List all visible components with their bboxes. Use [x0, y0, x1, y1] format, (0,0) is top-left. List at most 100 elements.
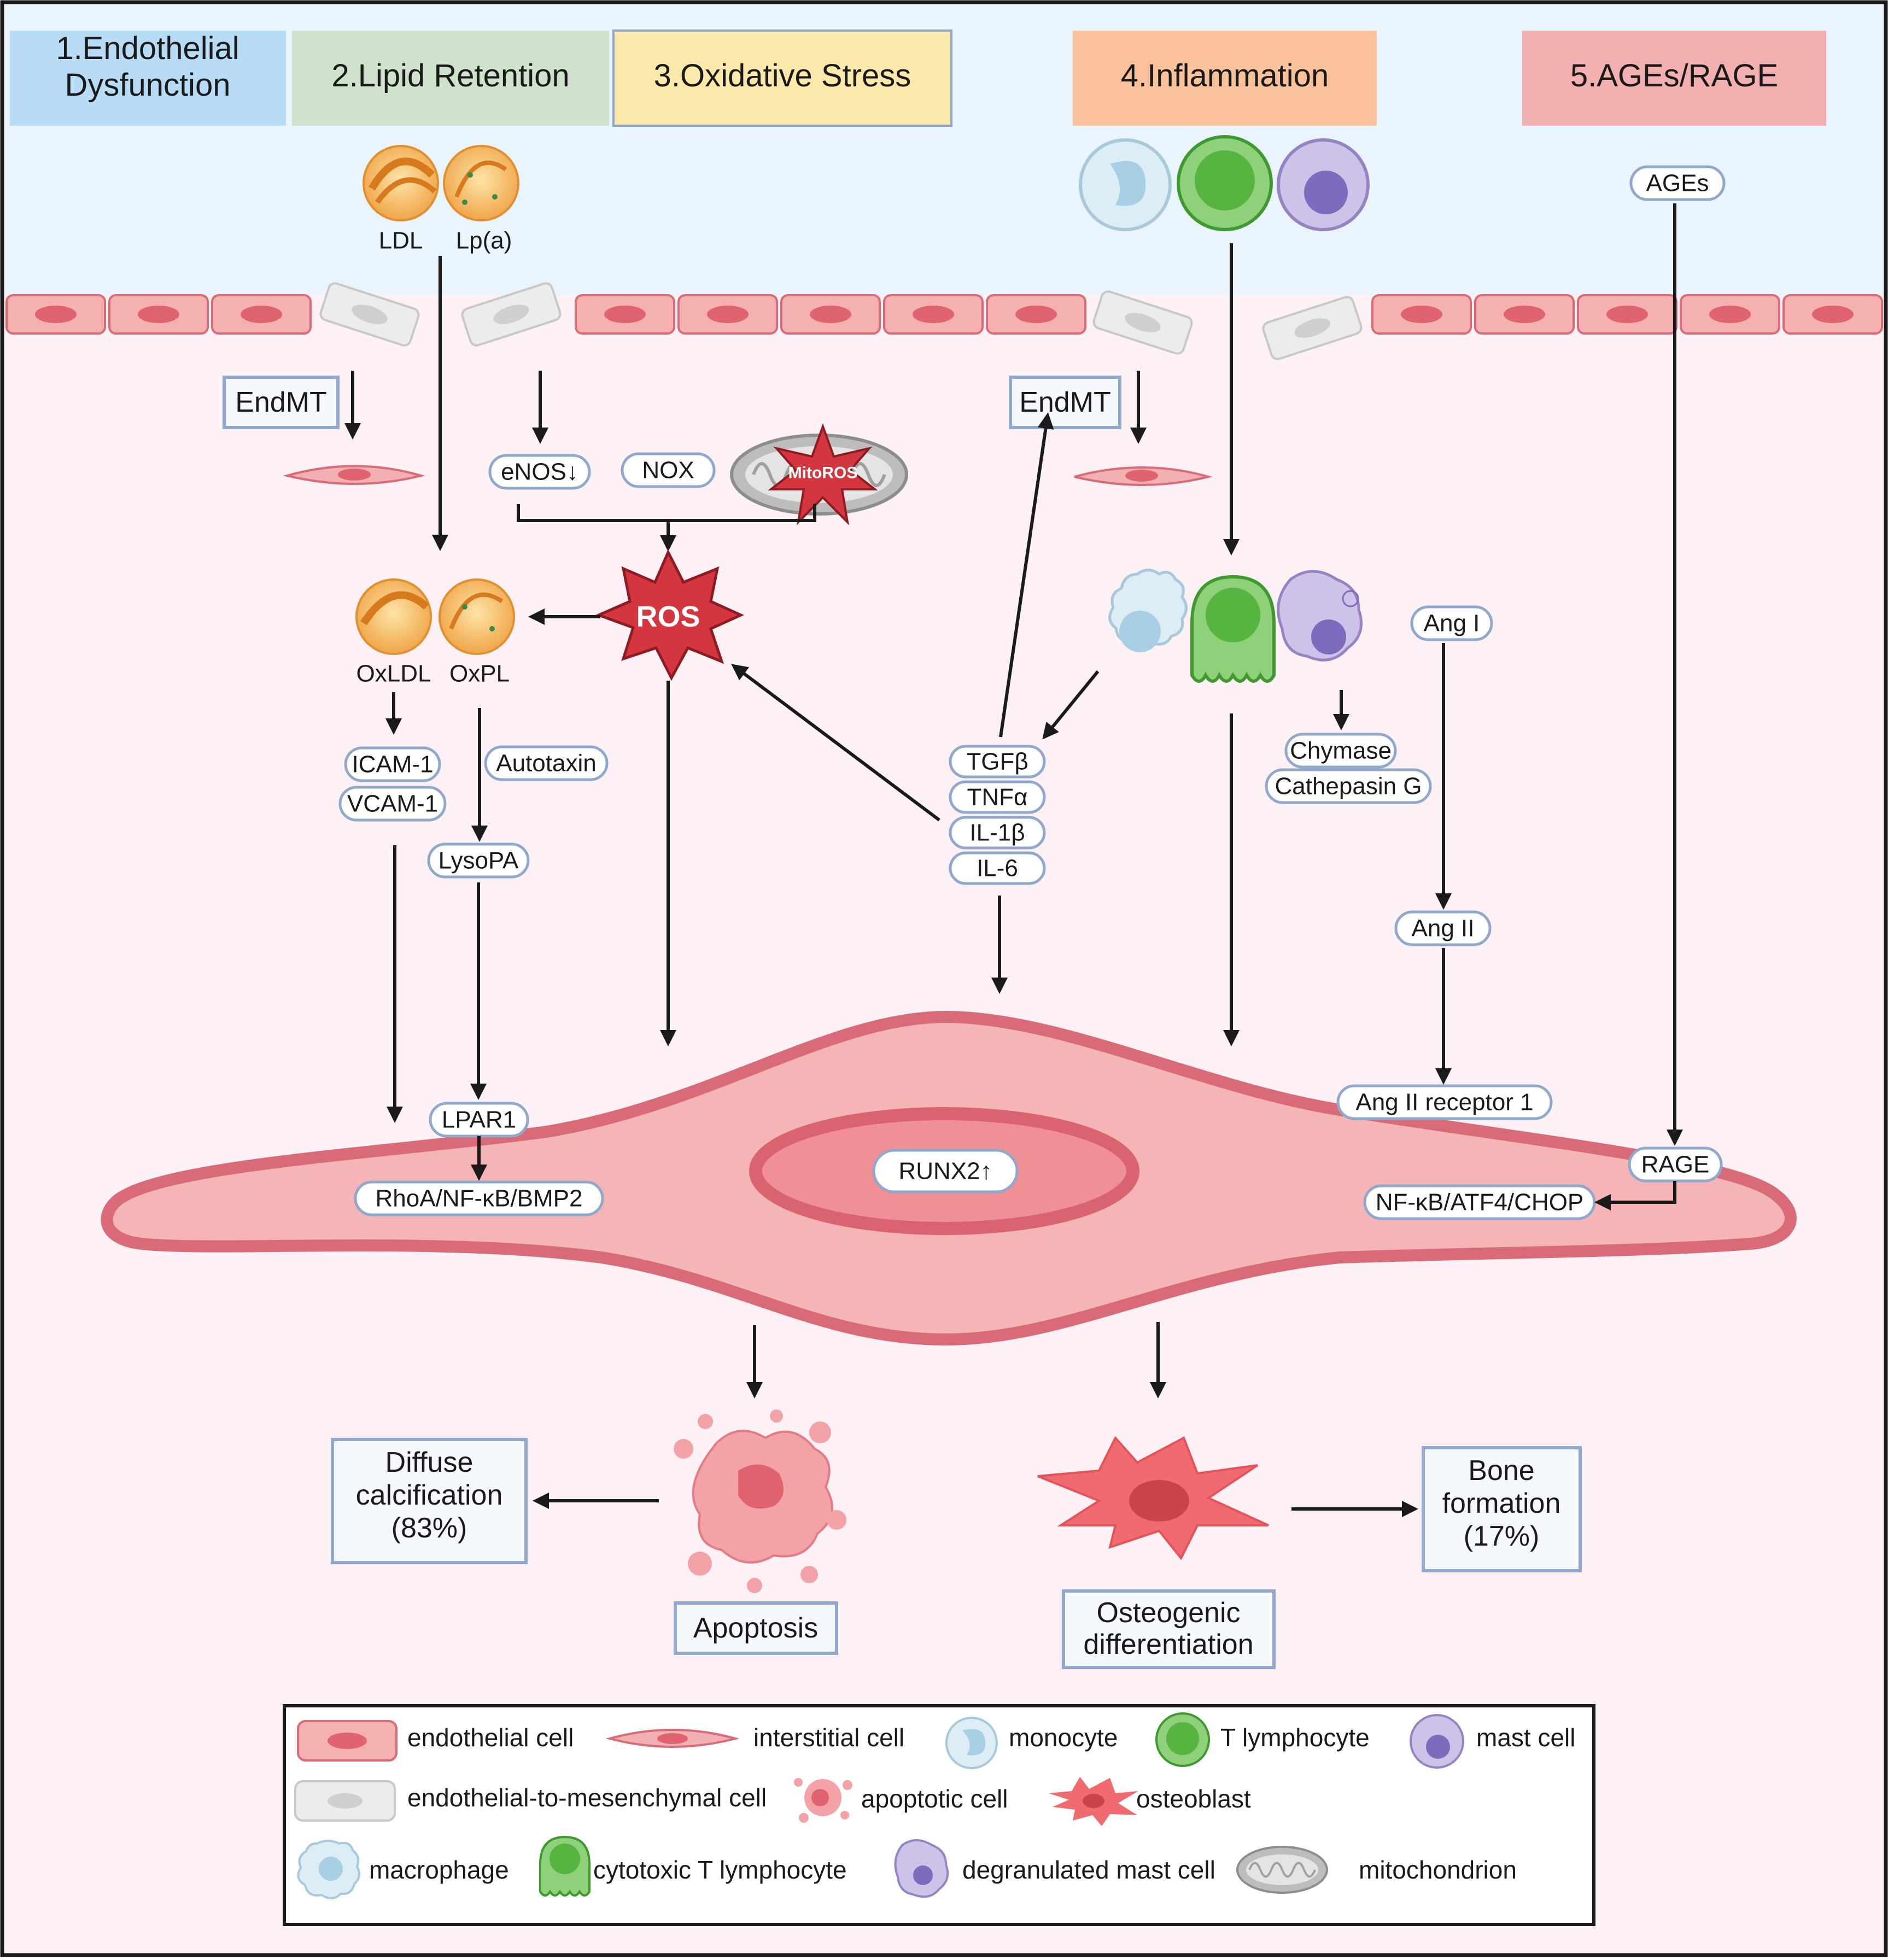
cytokine-il6-label: IL-6: [977, 855, 1018, 882]
header-3: 3.Oxidative Stress: [654, 58, 911, 93]
interstitial-cell-left-icon: [283, 465, 425, 485]
rage-label: RAGE: [1641, 1151, 1710, 1178]
lysopa-label: LysoPA: [439, 847, 519, 874]
endothelial-cell: [1371, 294, 1472, 335]
ang-receptor-label: Ang II receptor 1: [1355, 1089, 1533, 1116]
endmt-box-right: EndMT: [1009, 376, 1121, 429]
endmt-cell-icon: [294, 1780, 396, 1822]
degranulated-mast-cell-icon: [894, 1839, 949, 1898]
endothelial-cell: [108, 294, 209, 335]
lysopa-pill: LysoPA: [427, 842, 530, 879]
endmt-left-label: EndMT: [235, 387, 327, 418]
legend-label: cytotoxic T lymphocyte: [593, 1856, 847, 1884]
cathepsin-label: Cathepasin G: [1275, 773, 1422, 800]
endothelial-cell-icon: [297, 1720, 398, 1762]
diffuse-calcification-box: Diffuse calcification (83%): [331, 1438, 528, 1564]
legend-label: interstitial cell: [753, 1723, 904, 1752]
cytokine-pill-il6: IL-6: [949, 851, 1046, 885]
osteogenic-line2: differentiation: [1083, 1629, 1253, 1660]
cytotoxic-t-lymphocyte-icon: [1190, 575, 1276, 683]
apoptotic-cell-icon: [794, 1778, 852, 1823]
mitoros-burst-icon: MitoROS: [768, 423, 878, 525]
legend: endothelial cell interstitial cell monoc…: [283, 1704, 1595, 1926]
header-4: 4.Inflammation: [1121, 58, 1329, 93]
macrophage-icon: [297, 1840, 360, 1899]
mitochondrion-icon: [1236, 1846, 1328, 1894]
endmt-box-left: EndMT: [223, 376, 340, 429]
cytotoxic-t-lymphocyte-icon: [539, 1835, 591, 1897]
ldl-label: LDL: [379, 227, 423, 254]
legend-label: osteoblast: [1136, 1785, 1251, 1813]
bone-formation-box: Bone formation (17%): [1422, 1446, 1582, 1572]
interstitial-cell-icon: [605, 1729, 740, 1748]
lpa-label: Lp(a): [456, 227, 512, 254]
mitoros-label: MitoROS: [788, 464, 858, 482]
rhoa-label: RhoA/NF-κB/BMP2: [376, 1185, 583, 1212]
legend-label: mitochondrion: [1359, 1856, 1517, 1884]
endmt-cell: [319, 282, 420, 347]
nox-label: NOX: [642, 457, 694, 484]
endothelial-cell: [5, 294, 106, 335]
header-endothelial-dysfunction: 1.Endothelial Dysfunction: [10, 31, 286, 126]
macrophage-icon: [1108, 569, 1188, 652]
legend-item-monocyte: monocyte: [945, 1717, 1118, 1769]
chymase-label: Chymase: [1290, 738, 1392, 764]
lpa-particle-icon: [443, 145, 519, 221]
ang-receptor-pill: Ang II receptor 1: [1336, 1084, 1553, 1120]
legend-item-interstitial-cell: interstitial cell: [605, 1723, 904, 1752]
legend-label: monocyte: [1009, 1723, 1118, 1752]
endothelial-cell: [677, 294, 778, 335]
ages-label: AGEs: [1646, 170, 1709, 197]
endothelial-cell: [780, 294, 881, 335]
icam-pill: ICAM-1: [344, 746, 441, 782]
osteoblast-icon: [1049, 1777, 1138, 1826]
rage-pill: RAGE: [1628, 1146, 1723, 1183]
nfkb-atf4-chop-label: NF-κB/ATF4/CHOP: [1376, 1189, 1584, 1216]
nox-pill: NOX: [621, 452, 716, 488]
diffuse-line1: Diffuse: [385, 1447, 474, 1478]
legend-label: endothelial-to-mesenchymal cell: [407, 1783, 767, 1812]
oxpl-particle-icon: [439, 578, 515, 655]
mast-cell-icon: [1410, 1714, 1464, 1769]
oxldl-label: OxLDL: [356, 660, 431, 687]
arrow-cytokines-to-ros: [731, 664, 940, 822]
t-lymphocyte-lumen-icon: [1177, 135, 1273, 231]
header-oxidative-stress: 3.Oxidative Stress: [612, 30, 952, 127]
endothelial-cell: [1577, 294, 1677, 335]
icam-label: ICAM-1: [352, 751, 433, 778]
ang1-pill: Ang I: [1410, 605, 1493, 641]
ldl-particle-icon: [363, 145, 439, 221]
cytokine-tgfb-label: TGFβ: [966, 748, 1028, 775]
legend-label: T lymphocyte: [1220, 1723, 1370, 1752]
arrow-rage-to-pathway: [1594, 1181, 1676, 1210]
ages-pill: AGEs: [1629, 165, 1726, 201]
apoptosis-label: Apoptosis: [693, 1612, 818, 1644]
mast-cell-lumen-icon: [1277, 138, 1370, 231]
endmt-cell: [1262, 296, 1363, 360]
autotaxin-pill: Autotaxin: [484, 745, 609, 781]
ang1-label: Ang I: [1424, 610, 1480, 637]
vcam-label: VCAM-1: [347, 791, 438, 817]
oxpl-label: OxPL: [449, 660, 510, 687]
header-1-line1: 1.Endothelial: [56, 31, 239, 66]
header-lipid-retention: 2.Lipid Retention: [292, 31, 609, 126]
enos-pill: eNOS↓: [488, 454, 591, 490]
interstitial-cell-right-icon: [1074, 466, 1213, 486]
legend-item-endmt-cell: endothelial-to-mesenchymal cell: [294, 1780, 767, 1822]
legend-label: macrophage: [369, 1856, 509, 1884]
cytokine-pill-tnfa: TNFα: [949, 780, 1046, 814]
cytokine-pill-il1b: IL-1β: [949, 816, 1046, 850]
osteogenic-line1: Osteogenic: [1096, 1597, 1240, 1629]
bone-line3: (17%): [1464, 1520, 1540, 1552]
enos-label: eNOS↓: [501, 459, 578, 485]
endothelial-cell: [1680, 294, 1780, 335]
legend-label: degranulated mast cell: [962, 1856, 1215, 1884]
cytokine-il1b-label: IL-1β: [969, 820, 1025, 846]
legend-item-apoptotic-cell: apoptotic cell: [794, 1778, 1008, 1823]
lpar1-label: LPAR1: [442, 1107, 516, 1133]
legend-item-cytotoxic-t-lymphocyte: cytotoxic T lymphocyte: [539, 1835, 847, 1897]
chymase-pill: Chymase: [1284, 733, 1397, 769]
legend-item-t-lymphocyte: T lymphocyte: [1155, 1712, 1370, 1767]
diffuse-line2: calcification: [356, 1479, 503, 1511]
